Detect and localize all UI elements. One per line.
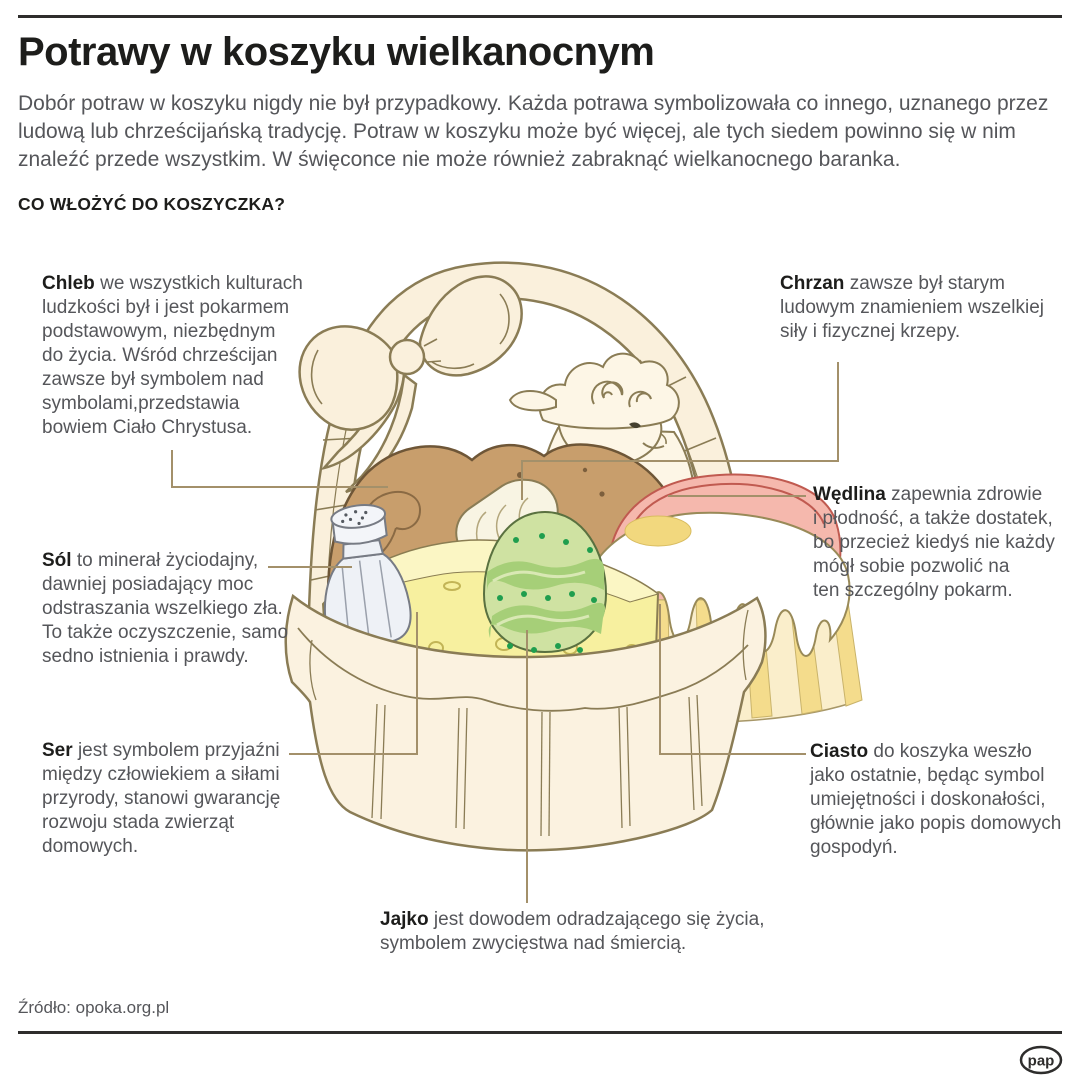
connector-ciasto (659, 604, 806, 755)
page-title: Potrawy w koszyku wielkanocnym (18, 30, 655, 74)
annotation-chleb-label: Chleb (42, 273, 95, 294)
annotation-sol-text: to minerał życiodajny, dawniej posiadają… (42, 550, 289, 667)
basket-body-illustration (284, 593, 767, 852)
section-heading: CO WŁOŻYĆ DO KOSZYCZKA? (18, 194, 286, 214)
connector-chleb (171, 450, 388, 488)
connector-lines (171, 362, 839, 903)
salt-shaker-illustration (323, 504, 412, 648)
annotation-chrzan-text: zawsze był starym ludowym znamieniem wsz… (780, 273, 1044, 342)
annotation-sol-label: Sól (42, 550, 72, 571)
annotation-wedlina-text: zapewnia zdrowie i płodność, a także dos… (813, 484, 1055, 601)
annotation-wedlina-label: Wędlina (813, 484, 886, 505)
annotation-chleb-text: we wszystkich kulturach ludzkości był i … (42, 273, 303, 438)
connector-chrzan (521, 362, 839, 500)
intro-paragraph: Dobór potraw w koszyku nigdy nie był prz… (18, 92, 1049, 171)
easter-egg-illustration (482, 510, 608, 654)
annotation-jajko-label: Jajko (380, 909, 429, 930)
bow-illustration (298, 275, 523, 494)
svg-text:pap: pap (1028, 1053, 1055, 1070)
annotation-ciasto-text: do koszyka weszło jako ostatnie, będąc s… (810, 741, 1062, 858)
annotation-ciasto-label: Ciasto (810, 741, 869, 762)
annotation-ser-label: Ser (42, 740, 73, 761)
source-credit: Źródło: opoka.org.pl (18, 998, 170, 1017)
annotation-ser-text: jest symbolem przyjaźni między człowieki… (42, 740, 281, 857)
bottom-rule (18, 1031, 1062, 1034)
pap-logo: pap (1019, 1045, 1063, 1075)
top-rule (18, 15, 1062, 18)
annotation-jajko-text: jest dowodem odradzającego się życia, sy… (380, 909, 765, 954)
connector-ser (289, 612, 418, 755)
annotation-chrzan-label: Chrzan (780, 273, 845, 294)
